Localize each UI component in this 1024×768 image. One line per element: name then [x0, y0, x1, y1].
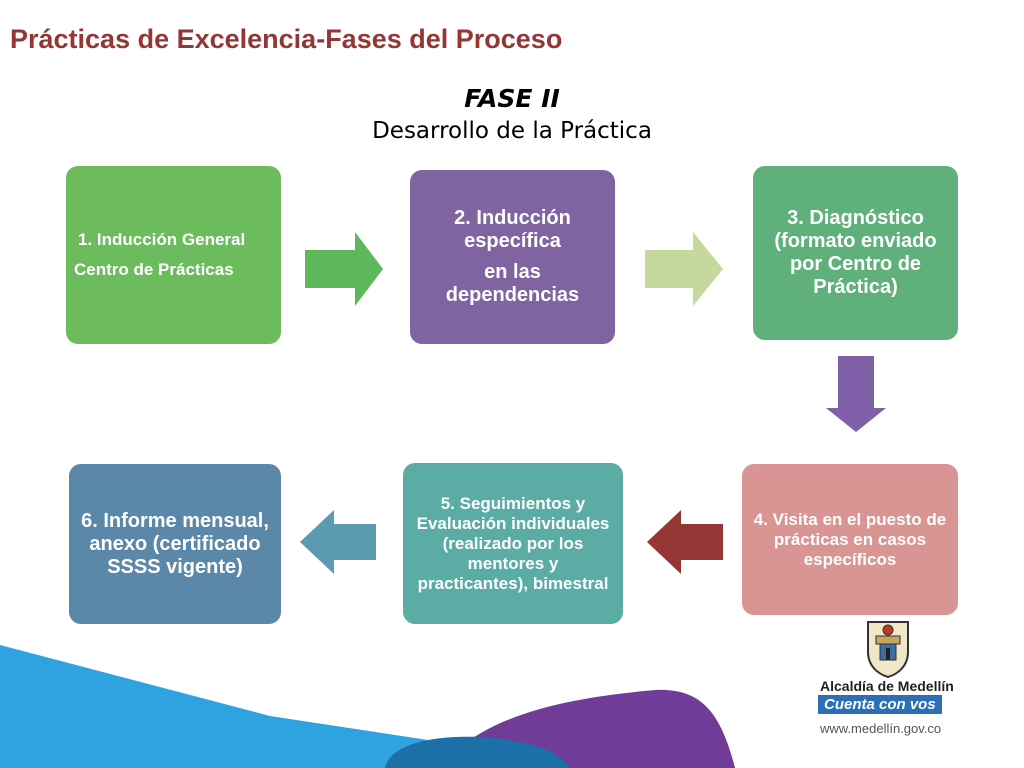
phase-subtitle: Desarrollo de la Práctica [372, 118, 652, 144]
step-2-line-1: 2. Inducción específica [454, 207, 571, 252]
arrow-3-shape [826, 356, 886, 432]
slide-title: Prácticas de Excelencia-Fases del Proces… [10, 24, 563, 54]
step-5-box: 5. Seguimientos y Evaluación individuale… [403, 463, 623, 624]
arrow-2-shape [645, 232, 723, 306]
phase-title: FASE II [464, 84, 560, 113]
wave-light-blue [0, 645, 560, 768]
arrow-2-right [645, 232, 723, 306]
step-2-line-2: en las dependencias [445, 261, 580, 306]
step-1-box: 1. Inducción General Centro de Prácticas [66, 166, 281, 344]
arrow-5-shape [300, 510, 376, 574]
arrow-1-shape [305, 232, 383, 306]
step-6-box: 6. Informe mensual, anexo (certificado S… [69, 464, 281, 624]
website-url: www.medellín.gov.co [820, 721, 942, 736]
arrow-4-left [647, 510, 723, 574]
arrow-1-right [305, 232, 383, 306]
arrow-4-shape [647, 510, 723, 574]
arrow-3-down [826, 356, 886, 432]
logo-slogan: Cuenta con vos [818, 695, 942, 714]
alcaldia-logo: Alcaldía de Medellín Cuenta con vos www.… [810, 618, 970, 748]
step-6-line-1: 6. Informe mensual, anexo (certificado S… [81, 509, 269, 578]
coat-of-arms-icon [867, 621, 909, 678]
step-3-box: 3. Diagnóstico (formato enviado por Cent… [753, 166, 958, 340]
step-4-box: 4. Visita en el puesto de prácticas en c… [742, 464, 958, 615]
step-3-line-1: 3. Diagnóstico (formato enviado por Cent… [774, 207, 937, 298]
step-5-line-1: 5. Seguimientos y Evaluación individuale… [416, 493, 610, 593]
wave-dark-blue [385, 736, 570, 768]
step-1-line-1: 1. Inducción General [78, 230, 246, 249]
step-4-line-1: 4. Visita en el puesto de prácticas en c… [753, 509, 947, 569]
step-2-box: 2. Inducción específica en las dependenc… [410, 170, 615, 344]
logo-name: Alcaldía de Medellín [820, 678, 954, 694]
arrow-5-left [300, 510, 376, 574]
step-1-line-2: Centro de Prácticas [74, 260, 234, 279]
